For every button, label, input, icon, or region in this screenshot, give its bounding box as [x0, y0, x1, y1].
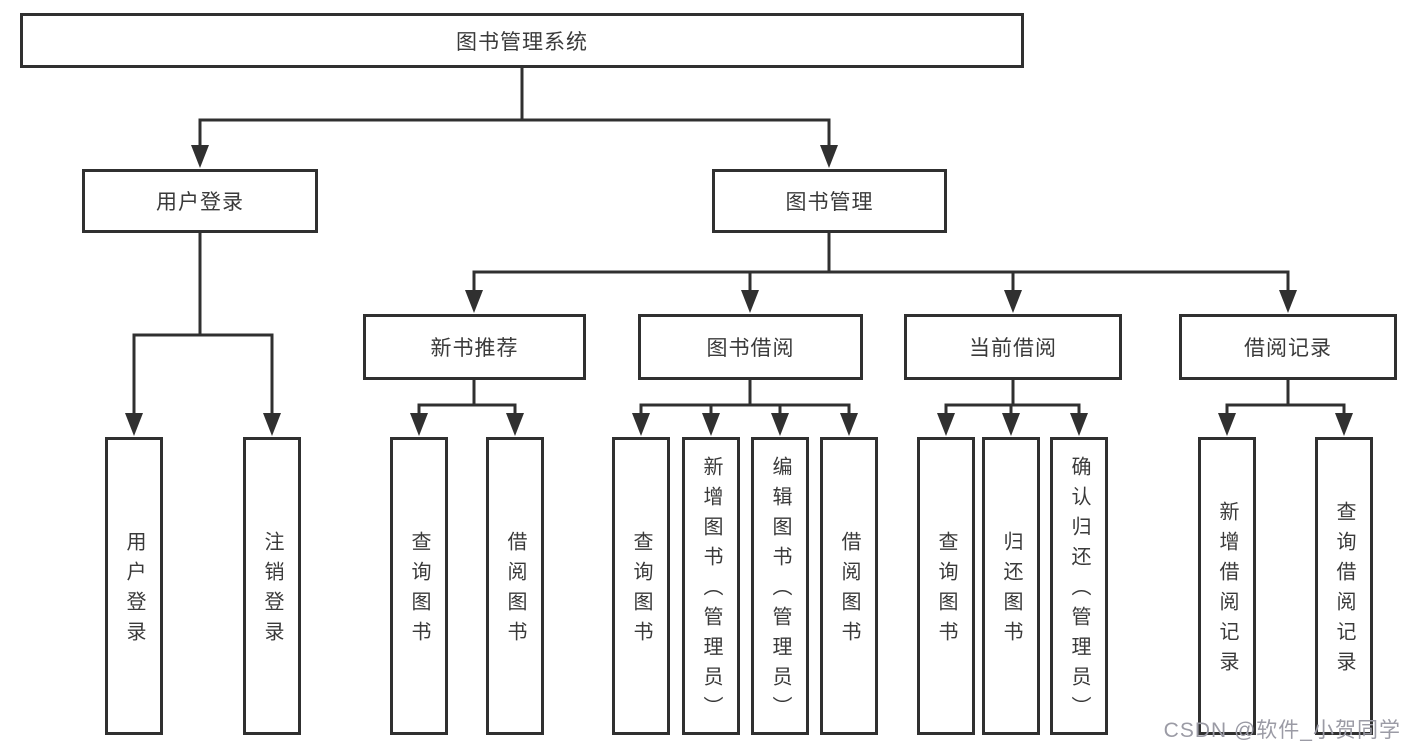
leaf-logout: 注销登录	[243, 437, 301, 735]
user-login-to-leaves-connector	[132, 231, 274, 420]
node-book-borrow: 图书借阅	[638, 314, 863, 380]
arrowhead-icon	[1335, 413, 1353, 436]
node-borrow-records: 借阅记录	[1179, 314, 1397, 380]
leaf-borrow-query-label: 查询图书	[630, 531, 652, 651]
leaf-current-return: 归还图书	[982, 437, 1040, 735]
leaf-records-query-label: 查询借阅记录	[1333, 501, 1355, 681]
arrowhead-icon	[263, 413, 281, 436]
leaf-user-login-label: 用户登录	[123, 531, 145, 651]
leaf-new-books-borrow: 借阅图书	[486, 437, 544, 735]
connector-lines	[132, 66, 1346, 420]
leaf-new-books-query-label: 查询图书	[408, 531, 430, 651]
borrow-records-to-leaves-connector	[1225, 378, 1346, 420]
arrowhead-icon	[1279, 290, 1297, 313]
arrowhead-icon	[506, 413, 524, 436]
leaf-borrow-query: 查询图书	[612, 437, 670, 735]
leaf-records-query: 查询借阅记录	[1315, 437, 1373, 735]
leaf-user-login: 用户登录	[105, 437, 163, 735]
arrowhead-icon	[840, 413, 858, 436]
arrowhead-icon	[1004, 290, 1022, 313]
arrowhead-icon	[1218, 413, 1236, 436]
arrowhead-icon	[1070, 413, 1088, 436]
book-mgmt-to-level3-connector	[472, 231, 1290, 297]
leaf-records-add: 新增借阅记录	[1198, 437, 1256, 735]
book-borrow-to-leaves-connector	[639, 378, 851, 420]
leaf-new-books-query: 查询图书	[390, 437, 448, 735]
leaf-logout-label: 注销登录	[261, 531, 283, 651]
node-root: 图书管理系统	[20, 13, 1024, 68]
node-user-login: 用户登录	[82, 169, 318, 233]
arrowhead-icon	[937, 413, 955, 436]
node-new-books-label: 新书推荐	[430, 337, 519, 360]
leaf-current-query-label: 查询图书	[935, 531, 957, 651]
leaf-current-confirm-admin: 确认归还（管理员）	[1050, 437, 1108, 735]
leaf-borrow-add-admin: 新增图书（管理员）	[682, 437, 740, 735]
watermark: CSDN @软件_小贺同学	[1163, 719, 1401, 742]
leaf-current-query: 查询图书	[917, 437, 975, 735]
node-borrow-records-label: 借阅记录	[1244, 337, 1332, 360]
leaf-new-books-borrow-label: 借阅图书	[504, 531, 526, 651]
leaf-records-add-label: 新增借阅记录	[1216, 501, 1238, 681]
leaf-borrow-edit-admin-label: 编辑图书（管理员）	[769, 456, 791, 726]
leaf-borrow-book-label: 借阅图书	[838, 531, 860, 651]
current-borrow-to-leaves-connector	[944, 378, 1081, 420]
leaf-borrow-book: 借阅图书	[820, 437, 878, 735]
arrowhead-icon	[465, 290, 483, 313]
node-root-label: 图书管理系统	[456, 30, 588, 54]
node-book-mgmt-label: 图书管理	[785, 191, 874, 214]
arrowhead-icon	[820, 145, 838, 168]
arrowhead-icon	[702, 413, 720, 436]
arrowhead-icon	[410, 413, 428, 436]
arrowhead-icon	[191, 145, 209, 168]
arrowhead-icon	[741, 290, 759, 313]
node-new-books: 新书推荐	[363, 314, 586, 380]
arrowheads	[125, 145, 1353, 436]
root-to-level2-connector	[198, 66, 831, 152]
leaf-current-confirm-admin-label: 确认归还（管理员）	[1068, 456, 1090, 726]
node-book-mgmt: 图书管理	[712, 169, 947, 233]
arrowhead-icon	[1002, 413, 1020, 436]
node-current-borrow: 当前借阅	[904, 314, 1122, 380]
node-current-borrow-label: 当前借阅	[969, 337, 1057, 360]
node-book-borrow-label: 图书借阅	[706, 337, 795, 360]
arrowhead-icon	[632, 413, 650, 436]
node-user-login-label: 用户登录	[156, 191, 244, 214]
leaf-borrow-edit-admin: 编辑图书（管理员）	[751, 437, 809, 735]
new-books-to-leaves-connector	[417, 378, 517, 420]
leaf-borrow-add-admin-label: 新增图书（管理员）	[700, 456, 722, 726]
arrowhead-icon	[125, 413, 143, 436]
leaf-current-return-label: 归还图书	[1000, 531, 1022, 651]
arrowhead-icon	[771, 413, 789, 436]
